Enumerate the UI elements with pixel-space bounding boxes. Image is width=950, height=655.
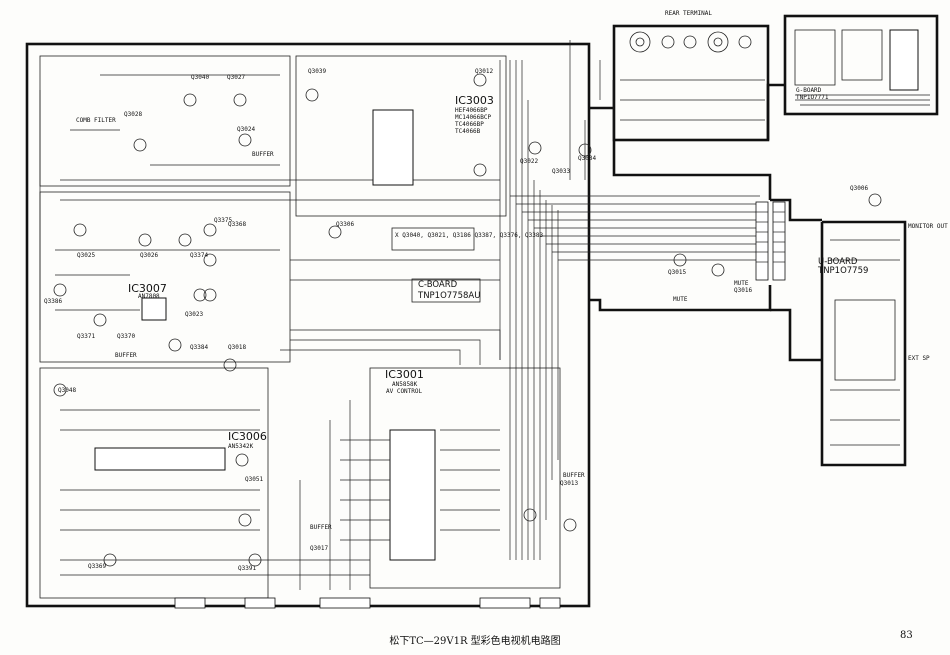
q-label: Q3022 [520,158,538,165]
rear-terminal-tag: REAR TERMINAL [665,10,712,17]
q-label: Q3374 [190,252,208,259]
ic3001-function: AV CONTROL [386,388,423,395]
q-label: Q3017 [310,545,328,552]
q-label: Q3051 [245,476,263,483]
bus-bundle [39,40,760,590]
rear-terminal-outline [612,24,770,142]
g-board-name: G-BOARD [796,87,822,94]
connector-stack-u2 [772,201,786,281]
ch-note-frame [391,227,475,251]
ext-sp-tag: EXT SP [908,355,930,362]
mute-tag: MUTE [673,296,688,303]
q-label: Q3018 [228,344,246,351]
c-board-part: TNP1O7758AU [417,291,480,301]
ic3003-part4: TC4066B [455,128,481,135]
buffer-tag: BUFFER [252,151,274,158]
harness-4 [589,285,772,312]
ic3007-label: IC3007 [128,282,167,295]
q-label: Q3023 [185,311,203,318]
ic3006-part: AN5342K [228,443,254,450]
q-label: Q3012 [475,68,493,75]
harness-2 [612,140,772,200]
harness-3 [766,83,785,140]
figure-caption: 松下TC—29V1R 型彩色电视机电路图 [389,636,561,647]
mute-tag: MUTE [734,280,749,287]
q-label: Q3375 [214,217,232,224]
harness-6 [770,308,822,362]
q-label: Q3033 [552,168,570,175]
q-label: Q3371 [77,333,95,340]
ic3003-body [372,109,414,186]
q-label: Q3048 [58,387,76,394]
ic3006-label: IC3006 [228,430,267,443]
q-label: Q3016 [734,287,752,294]
ic3006-body [94,447,226,471]
c-board-outline [25,42,591,608]
u-board-outline [820,220,907,467]
comb-filter-tag: COMB FILTER [76,117,116,124]
harness-5 [770,198,822,222]
q-label: Q3369 [88,563,106,570]
q-label: Q3025 [77,252,95,259]
g-board-part: TNP1O7771 [796,94,829,101]
q-label: Q3370 [117,333,135,340]
q-label: Q3306 [336,221,354,228]
q-label: Q3027 [227,74,245,81]
connector-stack-u1 [755,201,769,281]
q-label: Q3039 [308,68,326,75]
ic3003-part1: HEF4066BP [455,107,488,114]
q-label: Q3391 [238,565,256,572]
u-board-internal [830,239,900,446]
transistor-labels: Q3040 Q3027 Q3028 Q3024 Q3039 Q3012 Q302… [44,68,868,572]
buffer-tag: BUFFER [310,524,332,531]
page-number: 83 [900,630,913,641]
ic3001-body [389,429,436,561]
ic3007-body [141,297,167,321]
buffer-tag: BUFFER [563,472,585,479]
component-marks [55,74,614,541]
q-label: Q3368 [228,221,246,228]
g-board-internal [794,29,930,106]
q-label: Q3024 [237,126,255,133]
section-ic3003 [295,55,507,217]
ic3003-part2: MC14066BCP [455,114,492,121]
ic3001-part: AN5858K [392,381,418,388]
q-label: Q3386 [44,298,62,305]
q-label: Q3026 [140,252,158,259]
u-board-name: U-BOARD [818,257,858,267]
ic3001-label: IC3001 [385,368,424,381]
monitor-out-tag: MONITOR OUT [908,223,948,230]
transistor-symbols [53,73,882,567]
circuit-schematic: C-BOARD TNP1O7758AU U-BOARD TNP1O7759 G-… [25,10,948,609]
c-board-name: C-BOARD [418,280,458,290]
q-label: Q3013 [560,480,578,487]
u-board-part: TNP1O7759 [817,266,868,276]
rear-terminal-jacks [620,31,765,121]
q-label: Q3015 [668,269,686,276]
q-label: Q3384 [190,344,208,351]
section-ic3001 [369,367,561,589]
c-board-label-frame [411,278,481,303]
ic3003-label: IC3003 [455,94,494,107]
g-board-outline [783,14,939,116]
buffer-tag: BUFFER [115,352,137,359]
q-label: Q3040 [191,74,209,81]
connector-bottom [174,597,561,609]
ic3007-part: AN7808 [138,293,160,300]
q-label: Q3034 [578,155,596,162]
section-ic3006 [39,367,269,599]
ch-note: X Q3040, Q3021, Q3186 Q3387, Q3376, Q338… [395,232,543,239]
ic3003-part3: TC4066BP [455,121,484,128]
q-label: Q3006 [850,185,868,192]
q-label: Q3028 [124,111,142,118]
